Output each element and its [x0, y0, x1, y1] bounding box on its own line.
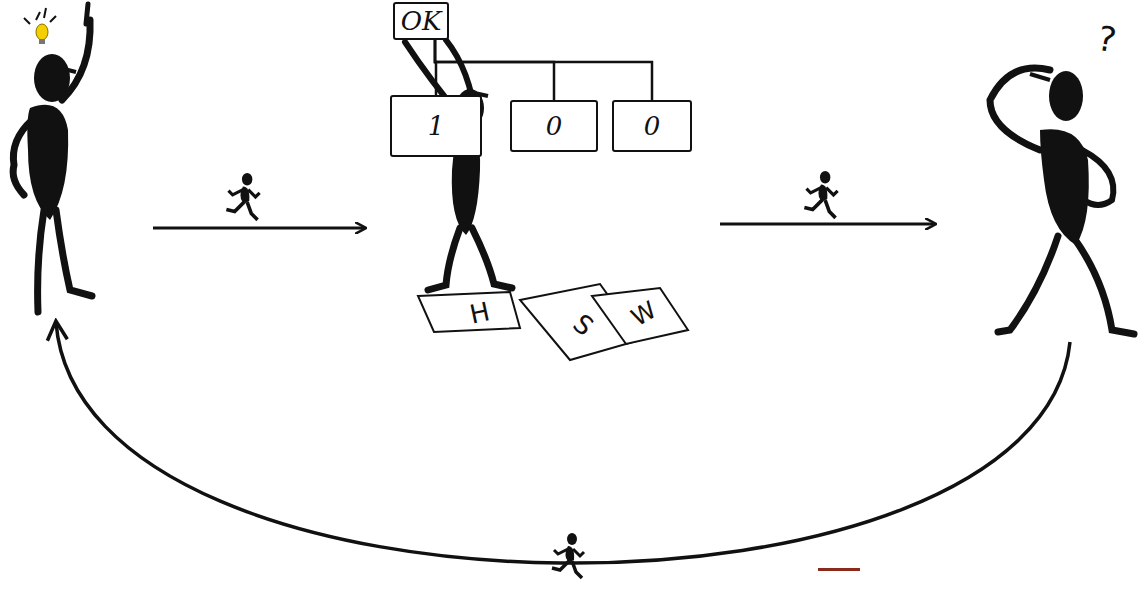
return-arrow [56, 322, 1070, 563]
org-chart-line [435, 40, 554, 100]
idea-figure [13, 4, 92, 312]
puzzled-figure [990, 68, 1134, 334]
question-mark: ? [1095, 21, 1119, 58]
org-chart-line [435, 40, 436, 95]
org-chart-line [435, 40, 652, 100]
organizer-figure [405, 40, 512, 290]
flow-arrow [720, 223, 935, 226]
runner-figure [552, 533, 584, 578]
box-text: 1 [428, 113, 445, 139]
box-text: 0 [546, 113, 563, 139]
runner-figure [226, 173, 259, 220]
org-chart-box: 0 [510, 100, 598, 152]
org-chart-box: 1 [390, 95, 482, 157]
org-chart-head: OK [393, 2, 449, 40]
org-chart-box: 0 [612, 100, 692, 152]
box-text: OK [401, 8, 442, 34]
runner-figure [804, 171, 837, 218]
red-mark [818, 568, 860, 571]
box-text: 0 [644, 113, 661, 139]
floor-papers [418, 284, 688, 360]
flow-arrow [153, 227, 365, 230]
